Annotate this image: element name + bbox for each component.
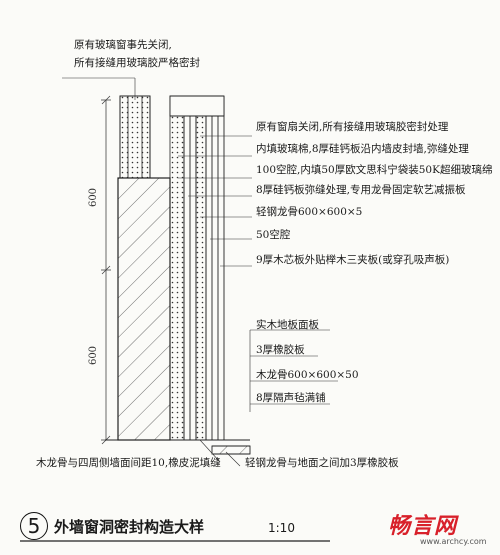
note-top-1: 原有玻璃窗事先关闭, <box>74 39 172 51</box>
note-floor-2: 3厚橡胶板 <box>256 344 305 356</box>
floor-layers <box>211 439 251 455</box>
dimension-upper: 600 <box>88 187 100 208</box>
note-right-5: 轻钢龙骨600×600×5 <box>256 206 363 218</box>
note-floor-4: 8厚隔声毡满铺 <box>256 392 326 404</box>
leader-lines <box>62 77 338 467</box>
note-floor-3: 木龙骨600×600×50 <box>256 369 359 381</box>
insulation-cavity <box>169 95 185 441</box>
note-right-1: 原有窗扇关闭,所有接缝用玻璃胶密封处理 <box>256 121 449 133</box>
original-window <box>119 95 151 179</box>
dimension-lower: 600 <box>88 345 100 366</box>
detail-title: 外墙窗洞密封构造大样 <box>54 518 205 536</box>
detail-scale: 1:10 <box>268 521 295 535</box>
note-bottom-right: 轻钢龙骨与地面之间加3厚橡胶板 <box>245 457 399 469</box>
note-bottom-left: 木龙骨与四周侧墙面间距10,橡皮泥填缝 <box>36 457 221 469</box>
masonry-wall <box>117 177 171 441</box>
note-right-4: 8厚硅钙板弥缝处理,专用龙骨固定软艺减振板 <box>256 184 466 196</box>
dimension-line <box>101 95 111 445</box>
note-right-7: 9厚木芯板外贴榉木三夹板(或穿孔吸声板) <box>256 254 450 266</box>
detail-number: 5 <box>20 512 48 540</box>
note-floor-1: 实木地板面板 <box>256 319 319 331</box>
watermark-url: www.archcy.com <box>420 537 487 546</box>
note-right-3: 100空腔,内填50厚欧文思科宁袋装50K超细玻璃绵 <box>256 164 493 176</box>
note-right-6: 50空腔 <box>256 229 291 241</box>
note-right-2: 内填玻璃棉,8厚硅钙板沿内墙皮封墙,弥缝处理 <box>256 143 469 155</box>
watermark-logo: 畅言网 <box>388 514 458 539</box>
note-top-2: 所有接缝用玻璃胶严格密封 <box>74 57 200 69</box>
